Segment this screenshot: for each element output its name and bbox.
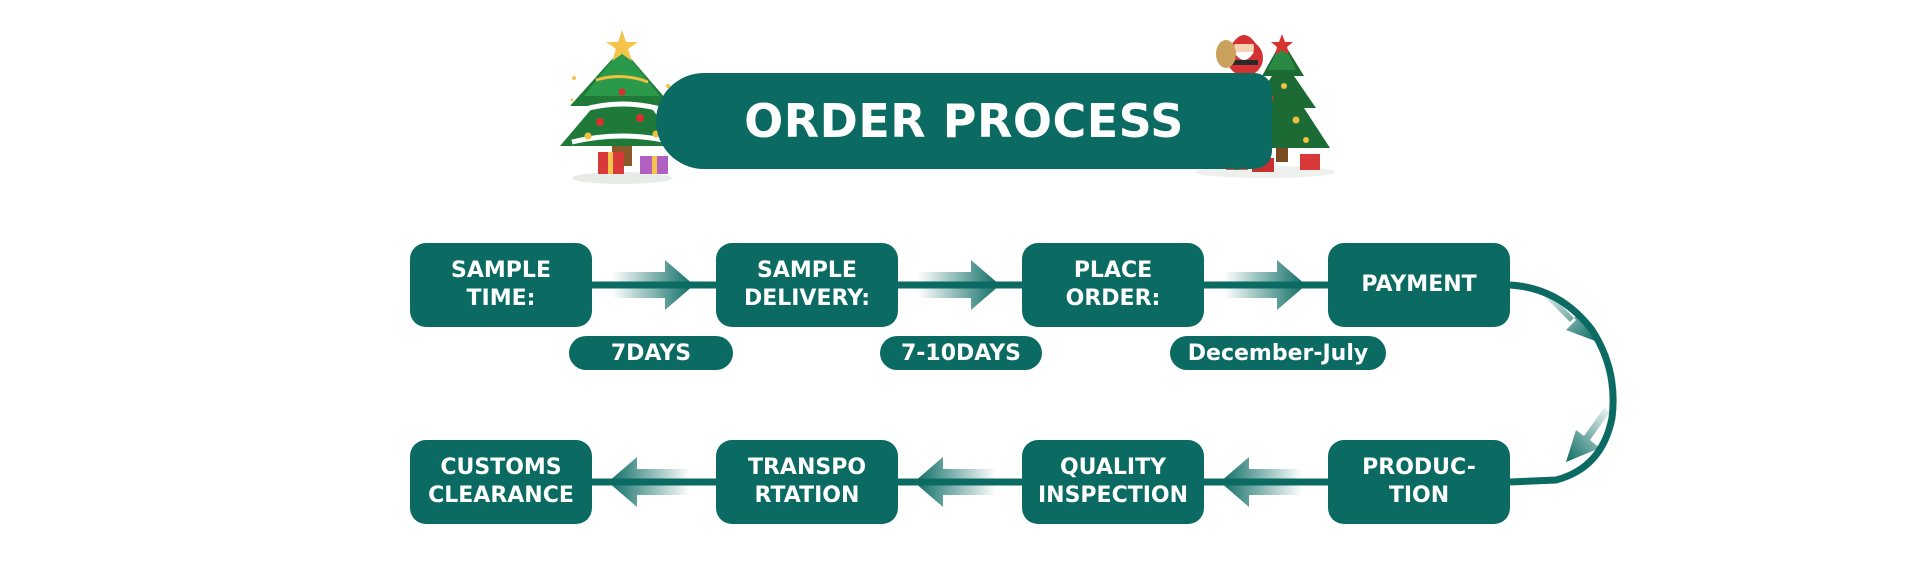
step-label: SAMPLE DELIVERY:	[743, 258, 871, 311]
arrow-down-left-icon	[1566, 408, 1610, 462]
duration-badge: December-July	[1170, 336, 1386, 370]
step-label: CUSTOMS CLEARANCE	[428, 455, 574, 508]
step-quality-inspection: QUALITY INSPECTION	[1022, 440, 1204, 524]
duration-badge: 7-10DAYS	[880, 336, 1042, 370]
step-payment: PAYMENT	[1328, 243, 1510, 327]
arrow-right-icon	[612, 260, 694, 310]
step-transportation: TRANSPO RTATION	[716, 440, 898, 524]
arrow-left-icon	[608, 457, 690, 507]
step-place-order: PLACE ORDER:	[1022, 243, 1204, 327]
arrow-right-icon	[1224, 260, 1306, 310]
step-sample-time: SAMPLE TIME:	[410, 243, 592, 327]
step-label: QUALITY INSPECTION	[1037, 455, 1189, 508]
step-label: TRANSPO RTATION	[747, 455, 867, 508]
step-label: PAYMENT	[1361, 272, 1477, 297]
arrow-left-icon	[1220, 457, 1302, 507]
duration-badge: 7DAYS	[569, 336, 733, 370]
curve-connector	[1509, 281, 1617, 486]
step-label: PLACE ORDER:	[1065, 258, 1161, 311]
title-banner	[656, 73, 1272, 169]
page-title: ORDER PROCESS	[744, 94, 1184, 148]
arrow-left-icon	[914, 457, 996, 507]
step-label: PRODUC- TION	[1362, 455, 1476, 508]
step-customs-clearance: CUSTOMS CLEARANCE	[410, 440, 592, 524]
arrow-right-icon	[918, 260, 1000, 310]
step-sample-delivery: SAMPLE DELIVERY:	[716, 243, 898, 327]
step-production: PRODUC- TION	[1328, 440, 1510, 524]
step-label: SAMPLE TIME:	[451, 258, 551, 311]
arrow-down-right-icon	[1540, 290, 1598, 342]
